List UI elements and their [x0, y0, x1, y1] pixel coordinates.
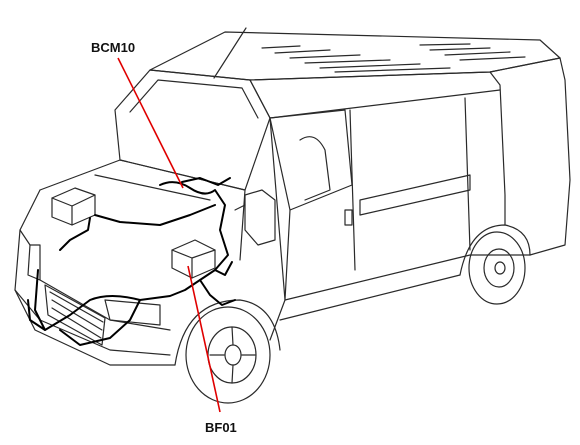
bcm10-label: BCM10 [91, 40, 135, 55]
bf01-label: BF01 [205, 420, 237, 435]
bcm10-leader-line [117, 57, 184, 189]
wiring-harness [27, 177, 236, 346]
callout-leaders [117, 57, 221, 413]
van-body-outline [14, 27, 571, 404]
bf01-leader-line [187, 265, 221, 413]
